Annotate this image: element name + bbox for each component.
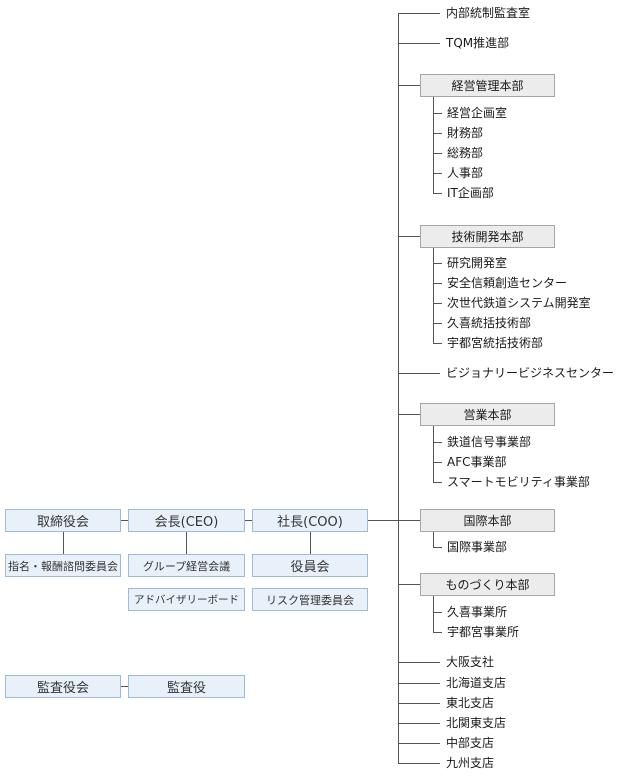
branch-tohoku: 東北支店 [446, 696, 495, 710]
dept-next-gen-railway: 次世代鉄道システム開発室 [447, 296, 591, 310]
internal-audit-office: 内部統制監査室 [446, 6, 531, 20]
branch-osaka: 大阪支社 [446, 655, 495, 669]
tqm-promotion-dept: TQM推進部 [446, 36, 510, 50]
branch-chubu: 中部支店 [446, 736, 495, 750]
dept-international-business: 国際事業部 [447, 540, 508, 554]
dept-kuki-engineering: 久喜統括技術部 [447, 316, 532, 330]
dept-rnd-office: 研究開発室 [447, 256, 508, 270]
dept-it-planning: IT企画部 [447, 186, 494, 200]
dept-finance: 財務部 [447, 126, 484, 140]
dept-afc: AFC事業部 [447, 455, 507, 469]
plant-kuki: 久喜事業所 [447, 605, 508, 619]
group-council-box: グループ経営会議 [128, 554, 245, 577]
dept-corporate-planning: 経営企画室 [447, 106, 508, 120]
officers-meeting-box: 役員会 [252, 554, 368, 577]
president-coo-box: 社長(COO) [252, 509, 368, 532]
branch-kyushu: 九州支店 [446, 756, 495, 770]
hq-manufacturing-box: ものづくり本部 [420, 573, 555, 596]
nomination-committee-box: 指名・報酬諮問委員会 [5, 554, 121, 577]
hq-management-box: 経営管理本部 [420, 74, 555, 97]
dept-railway-signal: 鉄道信号事業部 [447, 435, 532, 449]
dept-general-affairs: 総務部 [447, 146, 484, 160]
board-of-directors-box: 取締役会 [5, 509, 121, 532]
auditor-box: 監査役 [128, 675, 245, 698]
risk-committee-box: リスク管理委員会 [252, 588, 368, 611]
advisory-board-box: アドバイザリーボード [128, 588, 245, 611]
branch-kita-kanto: 北関東支店 [446, 716, 507, 730]
visionary-business-center: ビジョナリービジネスセンター [446, 366, 615, 380]
dept-smart-mobility: スマートモビリティ事業部 [447, 475, 590, 489]
chairman-ceo-box: 会長(CEO) [128, 509, 245, 532]
audit-board-box: 監査役会 [5, 675, 121, 698]
dept-human-resources: 人事部 [447, 166, 484, 180]
dept-utsunomiya-engineering: 宇都宮統括技術部 [447, 336, 544, 350]
branch-hokkaido: 北海道支店 [446, 676, 507, 690]
hq-technology-box: 技術開発本部 [420, 225, 555, 248]
hq-sales-box: 営業本部 [420, 403, 555, 426]
dept-safety-center: 安全信頼創造センター [447, 276, 568, 290]
hq-international-box: 国際本部 [420, 509, 555, 532]
plant-utsunomiya: 宇都宮事業所 [447, 625, 520, 639]
